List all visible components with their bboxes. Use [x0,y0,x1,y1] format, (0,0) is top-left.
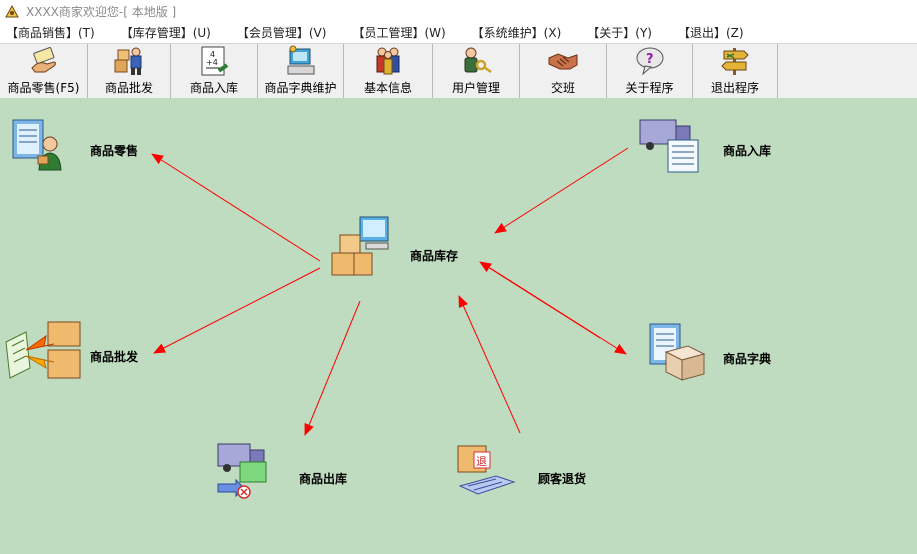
arrow-return-to-inventory [458,295,521,434]
wholesale-boxes-icon [5,321,81,379]
dictionary-box-icon [649,323,706,381]
return-box-icon: 退 [457,445,516,495]
flow-arrows [151,147,629,436]
wholesale-button[interactable]: 商品批发 [88,44,171,98]
svg-text:?: ? [646,52,654,67]
people-group-icon [376,47,400,75]
node-stock-out[interactable]: 商品出库 [214,440,364,504]
node-wholesale[interactable]: 商品批发 [4,320,154,384]
node-dictionary-label: 商品字典 [723,352,772,366]
menu-sales[interactable]: 【商品销售】(T) [6,25,95,40]
node-inventory[interactable]: 商品库存 [328,215,468,283]
workflow-canvas: 商品零售 商品批发 商品入库 [0,98,917,554]
hand-cash-icon [30,47,56,73]
node-stock-in[interactable]: 商品入库 [638,114,788,176]
user-key-icon [464,47,492,74]
handshake-icon [548,53,578,70]
arrow-dictionary-to-inventory [479,261,601,339]
menu-system[interactable]: 【系统维护】(X) [471,25,562,40]
node-stock-out-label: 商品出库 [299,472,348,486]
exit-sign-icon [721,48,749,75]
app-icon [5,4,19,18]
arrow-inventory-to-wholesale [153,267,321,354]
boxes-worker-icon [114,47,142,75]
arrow-stock-in-to-inventory [494,147,629,234]
svg-text:+4: +4 [206,58,218,67]
calculator-sheet-icon: 4 +4 [201,46,229,76]
retail-button[interactable]: 商品零售(F5) [0,44,88,98]
node-customer-return[interactable]: 退 顾客退货 [456,442,606,504]
shift-handover-button[interactable]: 交班 [520,44,607,98]
about-program-button[interactable]: ? 关于程序 [607,44,693,98]
user-management-button[interactable]: 用户管理 [433,44,520,98]
arrow-inventory-to-stock-out [304,300,361,436]
inventory-computer-icon [331,216,389,276]
menu-inventory[interactable]: 【库存管理】(U) [120,25,211,40]
node-dictionary[interactable]: 商品字典 [646,322,796,388]
truck-outbound-icon [217,443,267,499]
node-wholesale-label: 商品批发 [90,350,139,364]
menu-about[interactable]: 【关于】(Y) [587,25,652,40]
arrow-inventory-to-retail [151,153,321,262]
exit-program-button[interactable]: 退出程序 [693,44,778,98]
svg-text:退: 退 [476,455,487,468]
menu-exit[interactable]: 【退出】(Z) [677,25,744,40]
cashier-icon [12,119,62,171]
help-question-icon: ? [636,47,663,76]
svg-text:4: 4 [210,50,215,59]
node-stock-in-label: 商品入库 [723,144,772,158]
menu-members[interactable]: 【会员管理】(V) [236,25,327,40]
dictionary-maintenance-button[interactable]: 商品字典维护 [258,44,344,98]
basic-info-button[interactable]: 基本信息 [344,44,433,98]
menu-bar: 【商品销售】(T) 【库存管理】(U) 【会员管理】(V) 【员工管理】(W) … [0,22,917,42]
window-title: XXXX商家欢迎您-[ 本地版 ] [26,4,177,19]
truck-document-icon [639,119,699,173]
node-retail-label: 商品零售 [90,144,139,158]
title-bar: XXXX商家欢迎您-[ 本地版 ] [0,0,917,22]
toolbar: 商品零售(F5) 商品批发 4 +4 商品入库 商品字典维护 [0,43,917,99]
node-retail[interactable]: 商品零售 [10,114,160,176]
menu-staff[interactable]: 【员工管理】(W) [352,25,446,40]
node-inventory-label: 商品库存 [410,249,459,263]
dictionary-computer-icon [287,45,314,75]
stock-in-button[interactable]: 4 +4 商品入库 [171,44,258,98]
node-customer-return-label: 顾客退货 [538,472,587,486]
